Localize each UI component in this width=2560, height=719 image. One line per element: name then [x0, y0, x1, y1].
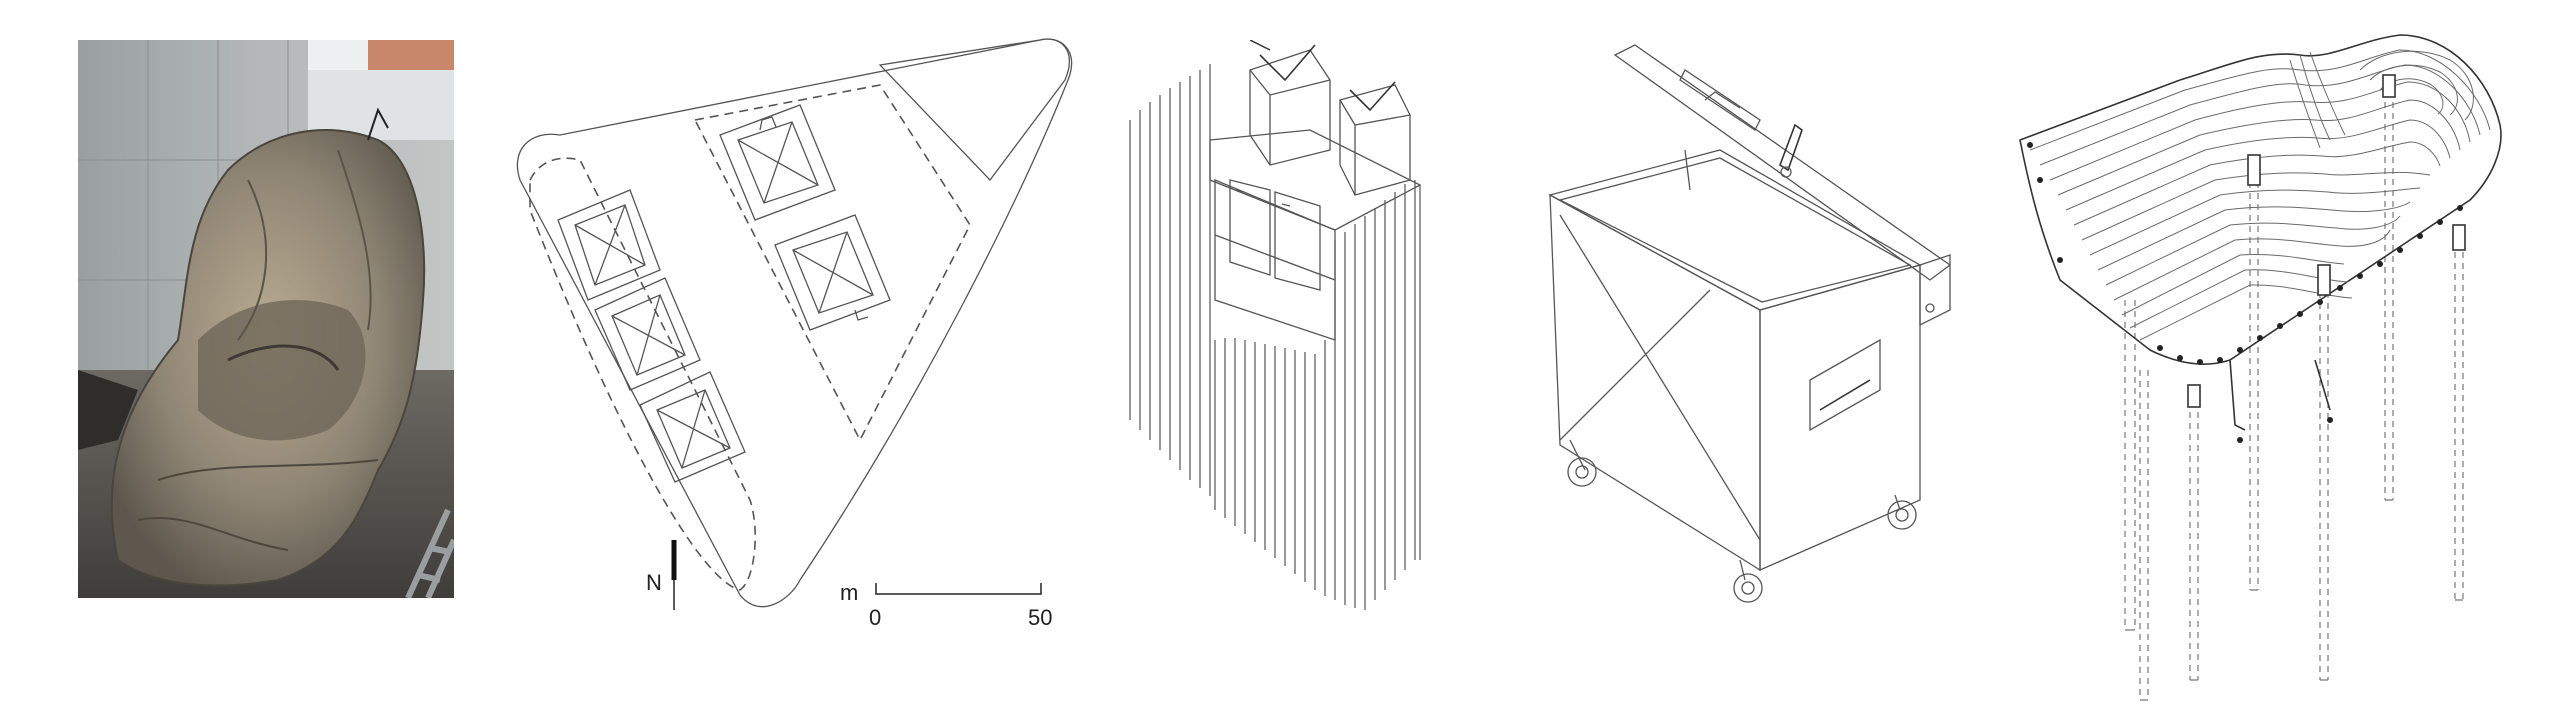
canopy-panel	[2000, 30, 2540, 710]
container-panel	[1530, 40, 1970, 620]
photo-panel	[78, 40, 454, 598]
contour-canopy-drawing	[2019, 34, 2502, 701]
slatted-enclosure-drawing	[1129, 40, 1422, 610]
plan-bin-2	[594, 277, 701, 391]
site-plan-drawing: N m 0 50	[516, 38, 1073, 630]
scale-bar: m 0 50	[840, 580, 1052, 630]
scale-start: 0	[869, 605, 881, 630]
plan-bin-3	[639, 371, 746, 483]
site-plan-panel: N m 0 50	[500, 20, 1120, 640]
plan-bin-5	[774, 214, 891, 331]
container-wheels	[1567, 439, 1917, 603]
plan-bin-4	[719, 104, 836, 221]
north-label: N	[646, 570, 662, 595]
waste-container-drawing	[1548, 44, 1952, 603]
fabric-sculpture-photo	[78, 40, 454, 598]
north-arrow: N	[646, 540, 677, 610]
enclosure-panel	[1120, 40, 1480, 620]
plan-bin-1	[557, 189, 661, 301]
scale-unit: m	[840, 580, 858, 605]
enclosure-bin-left	[1249, 40, 1331, 166]
scale-end: 50	[1028, 605, 1052, 630]
enclosure-bin-right	[1339, 81, 1411, 196]
